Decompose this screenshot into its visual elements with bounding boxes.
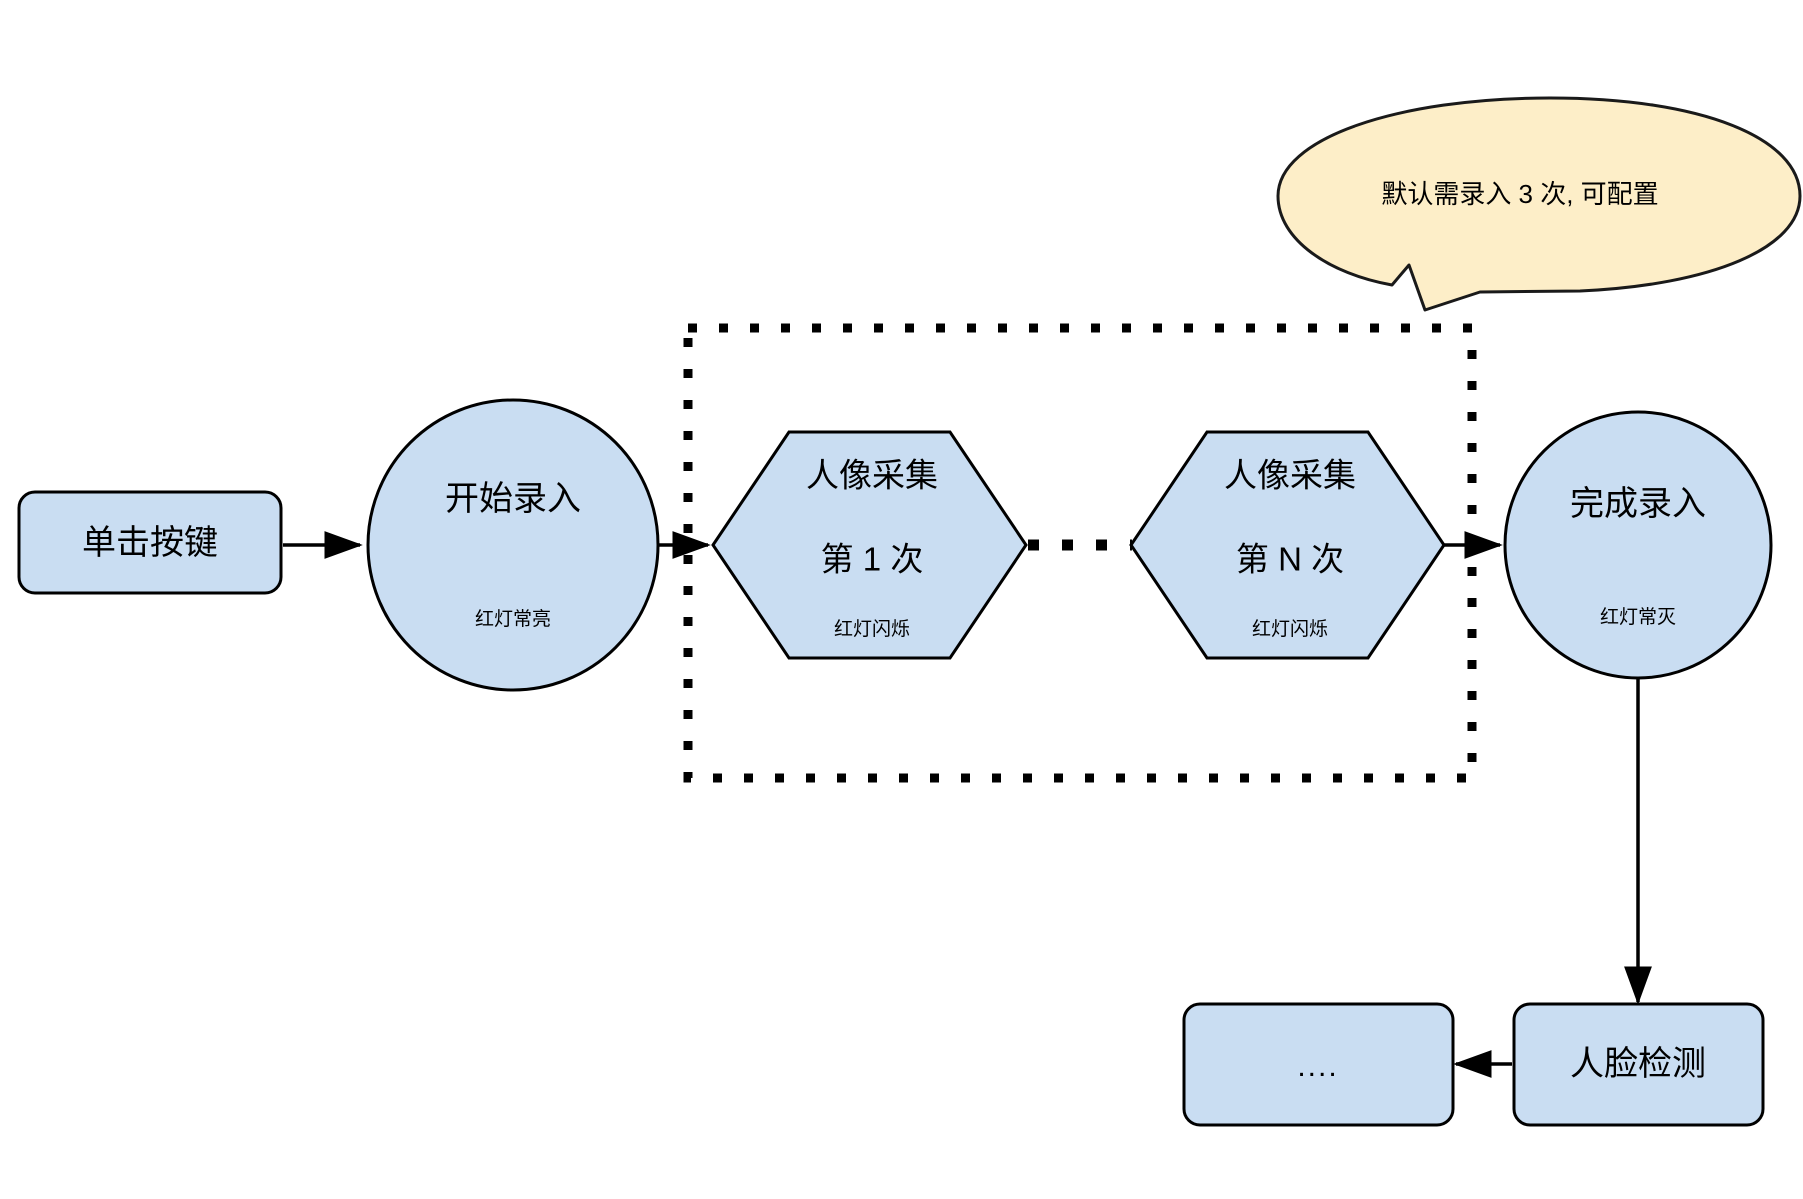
more-steps-shape: [1182, 1002, 1455, 1127]
callout-bubble-text: 默认需录入 3 次, 可配置: [1381, 179, 1658, 209]
start-enroll-caption: 红灯常亮: [475, 608, 551, 630]
capture-nth-label-line2: 第 N 次: [1236, 541, 1344, 578]
press-key-label: 单击按键: [82, 524, 218, 562]
finish-enroll-label: 完成录入: [1570, 485, 1706, 523]
callout-bubble[interactable]: 默认需录入 3 次, 可配置: [1276, 96, 1802, 312]
callout-bubble-shape: [1276, 96, 1802, 312]
more-steps-label: ....: [1297, 1050, 1338, 1083]
node-face-detect[interactable]: 人脸检测: [1512, 1002, 1765, 1127]
node-start-enroll[interactable]: 开始录入 红灯常亮: [366, 398, 660, 692]
finish-enroll-caption: 红灯常灭: [1600, 606, 1676, 628]
node-finish-enroll[interactable]: 完成录入 红灯常灭: [1503, 410, 1773, 680]
node-more-steps[interactable]: ....: [1182, 1002, 1455, 1127]
capture-nth-label-line1: 人像采集: [1224, 457, 1356, 494]
node-capture-first[interactable]: 人像采集 第 1 次 红灯闪烁: [711, 430, 1028, 660]
start-enroll-label: 开始录入: [445, 480, 581, 518]
capture-first-label-line2: 第 1 次: [821, 541, 924, 578]
node-press-key[interactable]: 单击按键: [17, 490, 283, 595]
finish-enroll-shape: [1503, 410, 1773, 680]
node-capture-nth[interactable]: 人像采集 第 N 次 红灯闪烁: [1129, 430, 1446, 660]
capture-first-caption: 红灯闪烁: [834, 618, 910, 640]
capture-first-label-line1: 人像采集: [806, 457, 938, 494]
capture-first-shape: [711, 430, 1028, 660]
face-detect-label: 人脸检测: [1570, 1045, 1706, 1083]
start-enroll-shape: [366, 398, 660, 692]
face-detect-shape: [1512, 1002, 1765, 1127]
capture-nth-caption: 红灯闪烁: [1252, 618, 1328, 640]
press-key-shape: [17, 490, 283, 595]
